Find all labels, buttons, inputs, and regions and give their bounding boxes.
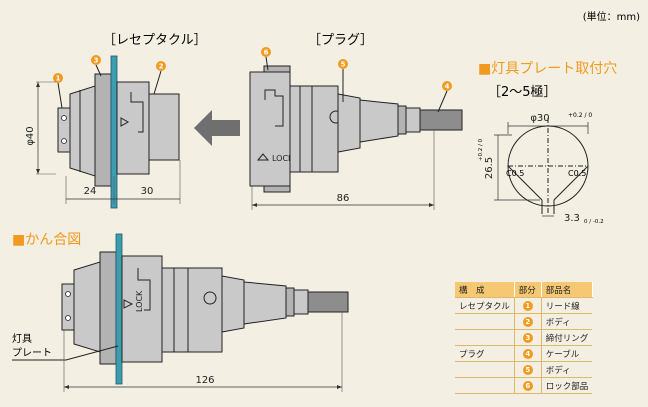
mating-direction-arrow	[194, 110, 240, 146]
part-number-badge: 2	[522, 316, 533, 327]
table-row: 6 ロック部品	[455, 377, 593, 394]
receptacle-title: ［レセプタクル］	[103, 33, 207, 48]
unit-note: (単位：mm)	[583, 10, 640, 23]
dim-86: 86	[337, 193, 350, 204]
receptacle-lead-wire	[57, 107, 71, 153]
svg-text:4: 4	[445, 83, 450, 91]
part-name: リード線	[541, 297, 593, 314]
part-number-badge: 3	[522, 332, 533, 343]
dim-126: 126	[195, 375, 214, 386]
panel-hole-drawing: φ30 +0.2 / 0 26.5 +0.2 / 0 C0.5 C0.5 3.3…	[478, 112, 604, 225]
dim-slot-tol: 0 / -0.2	[584, 219, 604, 225]
table-header-row: 構 成 部分 部品名	[455, 282, 593, 298]
part-name: ケーブル	[541, 345, 593, 362]
mating-title: ■かん合図	[12, 232, 81, 248]
row-group	[455, 329, 515, 346]
plate-label-line2: プレート	[12, 347, 52, 359]
table-row: 3 締付リング	[455, 329, 593, 346]
dim-hole-width: 26.5	[484, 157, 495, 179]
table-row: プラグ 4 ケーブル	[455, 345, 593, 362]
receptacle-rear-body	[69, 85, 96, 177]
table-row: 5 ボディ	[455, 361, 593, 378]
svg-text:6: 6	[264, 49, 269, 57]
chamfer-right: C0.5	[568, 169, 586, 178]
receptacle-front-body	[116, 81, 150, 175]
svg-text:5: 5	[341, 61, 346, 69]
part-name: ボディ	[541, 361, 593, 378]
part-number-badge: 5	[522, 364, 533, 375]
part-name: ロック部品	[541, 377, 593, 394]
svg-text:2: 2	[159, 63, 164, 71]
dim-24: 24	[84, 186, 97, 197]
svg-text:3: 3	[94, 57, 99, 65]
mating-drawing: LOCK 灯具 プレート 126	[12, 233, 349, 392]
table-header-part-name: 部品名	[541, 282, 593, 298]
row-group	[455, 313, 515, 330]
dim-diameter-40: φ40	[25, 126, 36, 145]
part-number-badge: 6	[522, 380, 533, 391]
tightening-ring	[94, 73, 112, 187]
table-row: レセプタクル 1 リード線	[455, 297, 593, 314]
part-number-badge: 4	[522, 348, 533, 359]
panel-hole-range: ［2〜5極］	[488, 84, 557, 100]
mating-panel-plate	[115, 233, 123, 385]
plug-neck	[337, 93, 361, 153]
table-header-part: 部分	[514, 282, 542, 298]
dim-hole-diameter-tol: +0.2 / 0	[568, 112, 592, 119]
dim-slot: 3.3	[564, 213, 580, 224]
plug-drawing: LOCK 6 5 4 86	[249, 47, 463, 210]
part-number-badge: 1	[522, 300, 533, 311]
plug-title: ［プラグ］	[308, 33, 373, 48]
part-name: 締付リング	[541, 329, 593, 346]
lock-part	[249, 71, 291, 187]
svg-text:1: 1	[56, 75, 61, 83]
dim-hole-width-tol: +0.2 / 0	[478, 138, 484, 161]
lock-label: LOCK	[272, 154, 294, 163]
panel-hole-title: ■灯具プレート取付穴	[478, 61, 617, 77]
dim-hole-diameter: φ30	[530, 113, 549, 124]
plate-label-line1: 灯具	[12, 333, 32, 345]
dim-30: 30	[141, 186, 154, 197]
plug-body	[289, 85, 339, 173]
row-group: レセプタクル	[455, 297, 515, 314]
row-group	[455, 377, 515, 394]
parts-table: 構 成 部分 部品名 レセプタクル 1 リード線 2 ボディ 3 締付リング プ…	[455, 282, 593, 394]
receptacle-mating-face	[148, 93, 180, 161]
svg-text:LOCK: LOCK	[135, 290, 144, 312]
row-group	[455, 361, 515, 378]
chamfer-left: C0.5	[506, 169, 524, 178]
part-name: ボディ	[541, 313, 593, 330]
plug-cable	[419, 109, 463, 131]
plug-sleeve	[359, 99, 399, 143]
table-header-structure: 構 成	[455, 282, 515, 298]
row-group: プラグ	[455, 345, 515, 362]
table-row: 2 ボディ	[455, 313, 593, 330]
receptacle-drawing: 1 3 2 φ40 24 30	[25, 55, 181, 209]
